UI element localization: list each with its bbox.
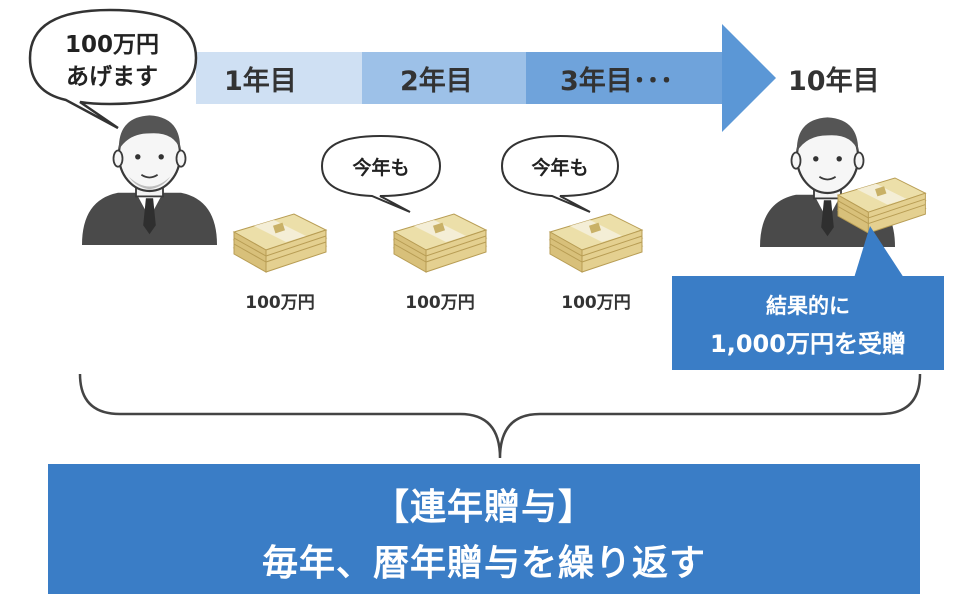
timeline-step-3-band [526,52,722,104]
money-label-2: 100万円 [405,293,475,313]
timeline-arrowhead [722,24,776,132]
giver-bubble-line2: あげます [66,64,158,90]
this-year-bubble-2 [500,134,620,213]
timeline-step-2-band [362,52,526,104]
money-stack-icon-1 [233,213,327,273]
money-label-1: 100万円 [245,293,315,313]
result-line1: 結果的に [766,294,850,318]
timeline-arrow [196,24,776,132]
this-year-bubble-1 [320,134,442,213]
this-year-bubble-2-text: 今年も [530,156,588,179]
giver-bubble-line1: 100万円 [65,32,159,58]
result-line2: 1,000万円を受贈 [710,330,906,358]
result-callout-pointer [854,226,904,278]
this-year-bubble-1-text: 今年も [351,156,409,179]
footer-title: 【連年贈与】 [372,487,595,528]
timeline-end-label: 10年目 [788,65,880,97]
footer-subtitle: 毎年、暦年贈与を繰り返す [261,543,706,584]
timeline-step-1-band [196,52,362,104]
footer-banner: 【連年贈与】 毎年、暦年贈与を繰り返す [48,464,920,594]
curly-brace [78,373,922,459]
timeline-step-2-label: 2年目 [400,65,473,97]
money-stack-icon-3 [549,213,643,273]
timeline-step-1-label: 1年目 [224,65,297,97]
money-label-3: 100万円 [561,293,631,313]
timeline-step-3-label: 3年目･･･ [560,65,673,97]
giver-person-icon [80,114,219,247]
money-stack-icon-2 [393,213,487,273]
giver-speech-bubble [28,8,198,130]
result-box: 結果的に 1,000万円を受贈 [672,276,944,370]
